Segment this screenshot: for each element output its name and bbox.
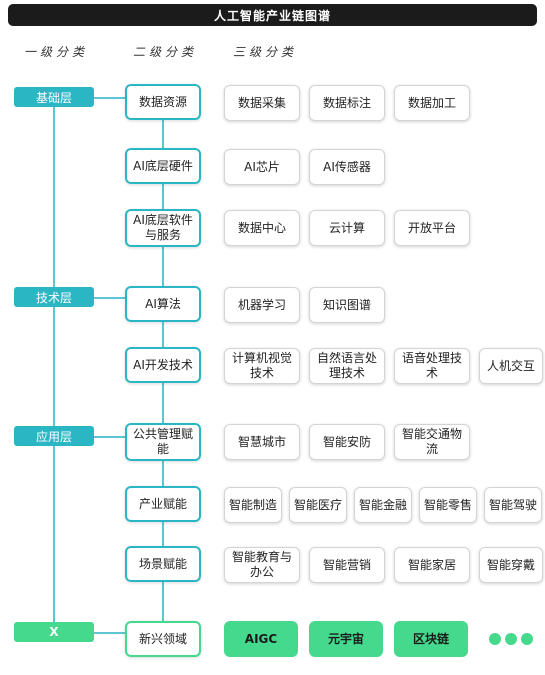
header-level3: 三级分类	[233, 45, 298, 59]
level3-item: 数据标注	[309, 85, 385, 121]
level2-ai-dev-tech: AI开发技术	[125, 347, 201, 383]
level1-connector-line	[53, 105, 55, 635]
level3-item: 数据加工	[394, 85, 470, 121]
level3-item: 智能交通物流	[394, 424, 470, 460]
level2-ai-algorithm: AI算法	[125, 286, 201, 322]
level3-item: 智能金融	[354, 487, 412, 523]
level3-item: 智能安防	[309, 424, 385, 460]
level1-foundation: 基础层	[14, 87, 94, 107]
h-connector-4	[94, 632, 125, 634]
page-title: 人工智能产业链图谱	[8, 4, 537, 26]
dot-icon	[489, 633, 501, 645]
level3-item: 智能驾驶	[484, 487, 542, 523]
level3-item: 智能制造	[224, 487, 282, 523]
level3-item: 机器学习	[224, 287, 300, 323]
h-connector-3	[94, 436, 125, 438]
level2-industry: 产业赋能	[125, 486, 201, 522]
level3-item: 智能医疗	[289, 487, 347, 523]
h-connector-2	[94, 297, 125, 299]
level3-item-green: AIGC	[224, 621, 298, 657]
level3-item: 智慧城市	[224, 424, 300, 460]
level3-item-green: 元宇宙	[309, 621, 383, 657]
level1-x: X	[14, 622, 94, 642]
level2-emerging: 新兴领域	[125, 621, 201, 657]
level3-item: 数据采集	[224, 85, 300, 121]
header-level1: 一级分类	[24, 45, 89, 59]
level3-item: 智能零售	[419, 487, 477, 523]
level2-ai-software: AI底层软件与服务	[125, 209, 201, 247]
level2-scenario: 场景赋能	[125, 546, 201, 582]
level3-item: AI传感器	[309, 149, 385, 185]
level3-item: 智能家居	[394, 547, 470, 583]
level3-item: 开放平台	[394, 210, 470, 246]
level1-application: 应用层	[14, 426, 94, 446]
level3-item: 云计算	[309, 210, 385, 246]
level2-public-management: 公共管理赋能	[125, 423, 201, 461]
level2-data-resources: 数据资源	[125, 84, 201, 120]
level2-ai-hardware: AI底层硬件	[125, 148, 201, 184]
level3-item: 人机交互	[479, 348, 543, 384]
dot-icon	[521, 633, 533, 645]
level3-item-green: 区块链	[394, 621, 468, 657]
level3-item: AI芯片	[224, 149, 300, 185]
level3-item: 数据中心	[224, 210, 300, 246]
h-connector-1	[94, 97, 125, 99]
level3-item: 知识图谱	[309, 287, 385, 323]
level3-item: 智能教育与办公	[224, 547, 300, 583]
level3-item: 自然语言处理技术	[309, 348, 385, 384]
level3-item: 计算机视觉技术	[224, 348, 300, 384]
level3-item: 智能营销	[309, 547, 385, 583]
level1-technology: 技术层	[14, 287, 94, 307]
dot-icon	[505, 633, 517, 645]
level3-item: 智能穿戴	[479, 547, 543, 583]
level3-item: 语音处理技术	[394, 348, 470, 384]
header-level2: 二级分类	[133, 45, 198, 59]
